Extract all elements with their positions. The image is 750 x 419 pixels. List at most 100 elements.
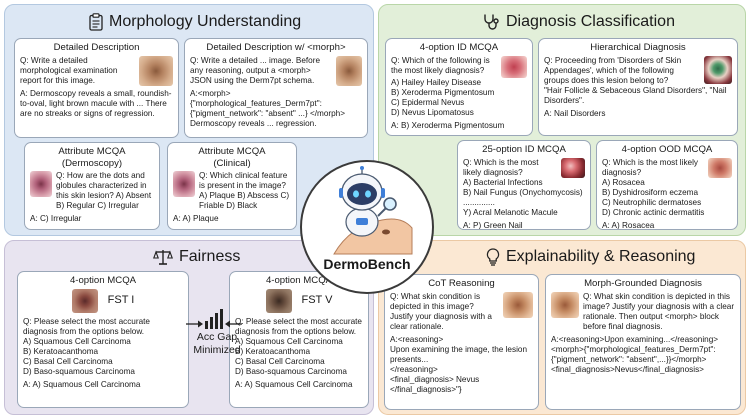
- question-text: Q: Which is the most likely diagnosis?: [602, 157, 698, 177]
- option-b: B) Nail Fungus (Onychomycosis): [463, 187, 583, 197]
- answer-text: A: P) Green Nail: [463, 220, 523, 230]
- question-text: Q: Write a detailed ... image. Before an…: [190, 55, 321, 85]
- card-title: 4-option MCQA: [69, 275, 137, 286]
- answer-text: A: C) Irregular: [30, 214, 82, 224]
- acc-gap-label: Acc Gap Minimized: [193, 331, 241, 357]
- card-title: Detailed Description w/ <morph>: [206, 42, 346, 53]
- lesion-thumbnail: [551, 291, 579, 318]
- option-a: A) Hailey Hailey Disease: [391, 77, 482, 87]
- balance-scale-icon: [153, 250, 173, 265]
- card-title: 4-option ID MCQA: [419, 42, 499, 53]
- card-title: CoT Reasoning: [428, 278, 495, 289]
- question-text: Q: Which is the most likely diagnosis?: [463, 157, 539, 177]
- option-d: D) Nevus Lipomatosus: [391, 107, 474, 117]
- fst-label: FST I: [107, 294, 135, 306]
- card-detailed-description: Detailed Description Q: Write a detailed…: [14, 38, 179, 138]
- answer-text: A: A) Rosacea: [602, 220, 655, 230]
- arrow-left-head: [225, 320, 230, 328]
- bar-chart-icon: [205, 309, 223, 329]
- card-title: Hierarchical Diagnosis: [590, 42, 686, 53]
- clipboard-icon: [89, 13, 103, 31]
- explainability-title: Explainability & Reasoning: [486, 248, 695, 266]
- option-y: Y) Acral Melanotic Macule: [463, 207, 558, 217]
- fst-label: FST V: [301, 294, 333, 306]
- question-text: Q: What skin condition is depicted in th…: [583, 291, 735, 331]
- morphology-panel: Morphology Understanding Detailed Descri…: [4, 4, 374, 236]
- card-subtitle: (Dermoscopy): [61, 157, 123, 169]
- card-fairness-fst-i: 4-option MCQA FST I Q: Please select the…: [17, 271, 189, 408]
- card-title: Attribute MCQA: [58, 146, 126, 157]
- answer-text: A:<reasoning>Upon examining...</reasonin…: [551, 334, 719, 374]
- fairness-arrows: [186, 309, 242, 329]
- card-title: Morph-Grounded Diagnosis: [584, 278, 702, 289]
- card-morph-grounded: Morph-Grounded Diagnosis Q: What skin co…: [545, 274, 741, 410]
- option-a: A) Squamous Cell Carcinoma: [235, 336, 343, 346]
- question-text: Q: How are the dots and globules charact…: [56, 171, 152, 211]
- lesion-thumbnail: [139, 55, 173, 86]
- question-text: Q: Which clinical feature is present in …: [199, 171, 290, 211]
- option-d: D) Baso-squamous Carcinoma: [23, 366, 135, 376]
- lesion-thumbnail: [71, 288, 98, 313]
- fairness-title: Fairness: [153, 248, 240, 266]
- answer-text: A: Dermoscopy reveals a small, roundish-…: [20, 88, 172, 118]
- option-c: C) Basal Cell Carcinoma: [235, 356, 325, 366]
- center-title: DermoBench: [323, 256, 411, 272]
- option-ellipsis: ..............: [463, 197, 495, 207]
- option-c: C) Basal Cell Carcinoma: [23, 356, 113, 366]
- answer-text: A:<morph>{"morphological_features_Derm7p…: [190, 88, 345, 128]
- lesion-thumbnail: [708, 157, 732, 178]
- lesion-thumbnail: [336, 55, 362, 86]
- answer-reasoning: Upon examining the image, the lesion pre…: [390, 344, 527, 364]
- card-detailed-description-morph: Detailed Description w/ <morph> Q: Write…: [184, 38, 368, 138]
- lesion-thumbnail: [503, 291, 533, 318]
- diagnosis-title: Diagnosis Classification: [482, 13, 675, 31]
- lesion-thumbnail: [561, 157, 585, 178]
- morphology-title: Morphology Understanding: [89, 13, 301, 31]
- card-attribute-dermoscopy: Attribute MCQA (Dermoscopy) Q: How are t…: [24, 142, 160, 230]
- lesion-thumbnail: [265, 288, 292, 313]
- answer-open-tag: A:<reasoning>: [390, 334, 444, 344]
- lesion-thumbnail: [173, 171, 195, 198]
- answer-text: A: A) Squamous Cell Carcinoma: [235, 379, 353, 389]
- option-d: D) Chronic actinic dermatitis: [602, 207, 705, 217]
- card-25-option-id: 25-option ID MCQA Q: Which is the most l…: [457, 140, 591, 230]
- card-title: 4-option MCQA: [265, 275, 333, 286]
- card-hierarchical-diagnosis: Hierarchical Diagnosis Q: Proceeding fro…: [538, 38, 738, 136]
- card-title: Attribute MCQA: [198, 146, 266, 157]
- arrow-right-head: [198, 320, 203, 328]
- robot-icon: [333, 166, 413, 255]
- option-c: C) Neutrophilic dermatoses: [602, 197, 702, 207]
- card-4-option-id: 4-option ID MCQA Q: Which of the followi…: [385, 38, 533, 136]
- question-text: Q: What skin condition is depicted in th…: [390, 291, 492, 331]
- card-fairness-fst-v: 4-option MCQA FST V Q: Please select the…: [229, 271, 369, 408]
- answer-close-tag: </reasoning>: [390, 364, 438, 374]
- card-title: Detailed Description: [53, 42, 140, 53]
- option-a: A) Squamous Cell Carcinoma: [23, 336, 131, 346]
- question-text: Q: Which of the following is the most li…: [391, 55, 490, 75]
- answer-final-diagnosis: <final_diagnosis> Nevus </final_diagnosi…: [390, 374, 480, 394]
- options-text: "Hair Follicle & Sebaceous Gland Disorde…: [544, 85, 727, 105]
- question-text: Q: Proceeding from 'Disorders of Skin Ap…: [544, 55, 682, 85]
- lightbulb-icon: [486, 248, 500, 266]
- card-title: 25-option ID MCQA: [482, 144, 566, 155]
- option-c: C) Epidermal Nevus: [391, 97, 465, 107]
- answer-text: A: A) Squamous Cell Carcinoma: [23, 379, 141, 389]
- question-text: Q: Write a detailed morphological examin…: [20, 55, 118, 85]
- explainability-panel: Explainability & Reasoning CoT Reasoning…: [378, 240, 746, 415]
- card-4-option-ood: 4-option OOD MCQA Q: Which is the most l…: [596, 140, 738, 230]
- answer-text: A: Nail Disorders: [544, 108, 606, 118]
- answer-text: A: B) Xeroderma Pigmentosum: [391, 120, 505, 130]
- lesion-thumbnail: [704, 55, 732, 84]
- option-a: A) Bacterial Infections: [463, 177, 543, 187]
- lesion-thumbnail: [501, 55, 527, 78]
- option-b: B) Keratoacanthoma: [235, 346, 311, 356]
- card-title: 4-option OOD MCQA: [621, 144, 713, 155]
- answer-text: A: A) Plaque: [173, 214, 219, 224]
- question-text: Q: Please select the most accurate diagn…: [23, 316, 150, 336]
- option-b: B) Xeroderma Pigmentosum: [391, 87, 495, 97]
- option-b: B) Dyshidrosiform eczema: [602, 187, 698, 197]
- stethoscope-icon: [484, 14, 499, 30]
- option-a: A) Rosacea: [602, 177, 645, 187]
- card-attribute-clinical: Attribute MCQA (Clinical) Q: Which clini…: [167, 142, 297, 230]
- option-b: B) Keratoacanthoma: [23, 346, 99, 356]
